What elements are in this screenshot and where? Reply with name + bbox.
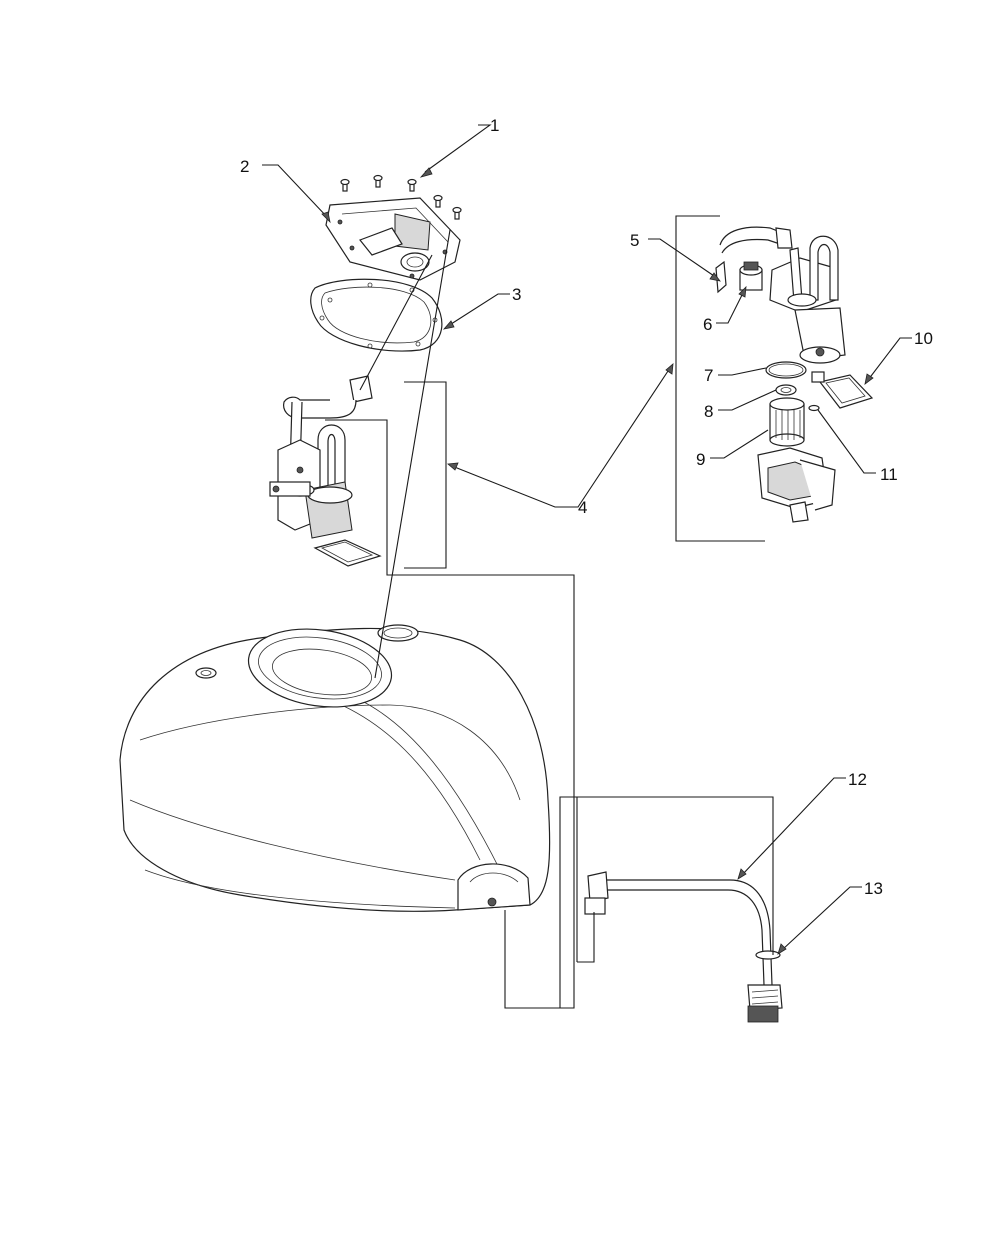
callout-8: 8: [704, 402, 713, 421]
callout-12: 12: [848, 770, 867, 789]
callout-5: 5: [630, 231, 639, 250]
fuel-pump-assembly: [269, 375, 382, 567]
screw: [407, 178, 417, 192]
seal: [775, 384, 797, 396]
callout-3: 3: [512, 285, 521, 304]
hose-clamp: [755, 950, 781, 960]
clip: [715, 260, 727, 294]
callout-labels: 1 2 3 4 5 6 7 8 9 10 11 12 13: [240, 116, 933, 898]
screw: [373, 174, 383, 188]
screw: [433, 194, 443, 208]
screw: [340, 178, 350, 192]
callout-leaders: [262, 124, 912, 955]
pressure-regulator: [739, 261, 763, 291]
callout-1: 1: [490, 116, 499, 135]
tank-pump-opening: [247, 628, 393, 708]
callout-2: 2: [240, 157, 249, 176]
leader-brackets: [325, 215, 774, 1009]
tank-vent: [195, 667, 217, 679]
fuel-hose: [584, 871, 783, 1023]
o-ring: [765, 361, 807, 379]
strainer: [811, 371, 874, 409]
screw: [452, 206, 462, 220]
callout-7: 7: [704, 366, 713, 385]
tank-rear-mount: [457, 863, 531, 911]
small-o-ring: [808, 404, 820, 412]
gasket: [310, 278, 443, 352]
callout-11: 11: [880, 465, 898, 484]
callout-6: 6: [703, 315, 712, 334]
callout-4: 4: [578, 498, 587, 517]
pump-subassembly-exploded: [719, 226, 846, 523]
fuel-pump-cover-plate: [325, 197, 461, 281]
callout-13: 13: [864, 879, 883, 898]
tank-filler-neck: [377, 624, 419, 642]
callout-9: 9: [696, 450, 705, 469]
callout-10: 10: [914, 329, 933, 348]
fuel-tank: [119, 624, 551, 912]
fuel-filter: [769, 397, 805, 447]
